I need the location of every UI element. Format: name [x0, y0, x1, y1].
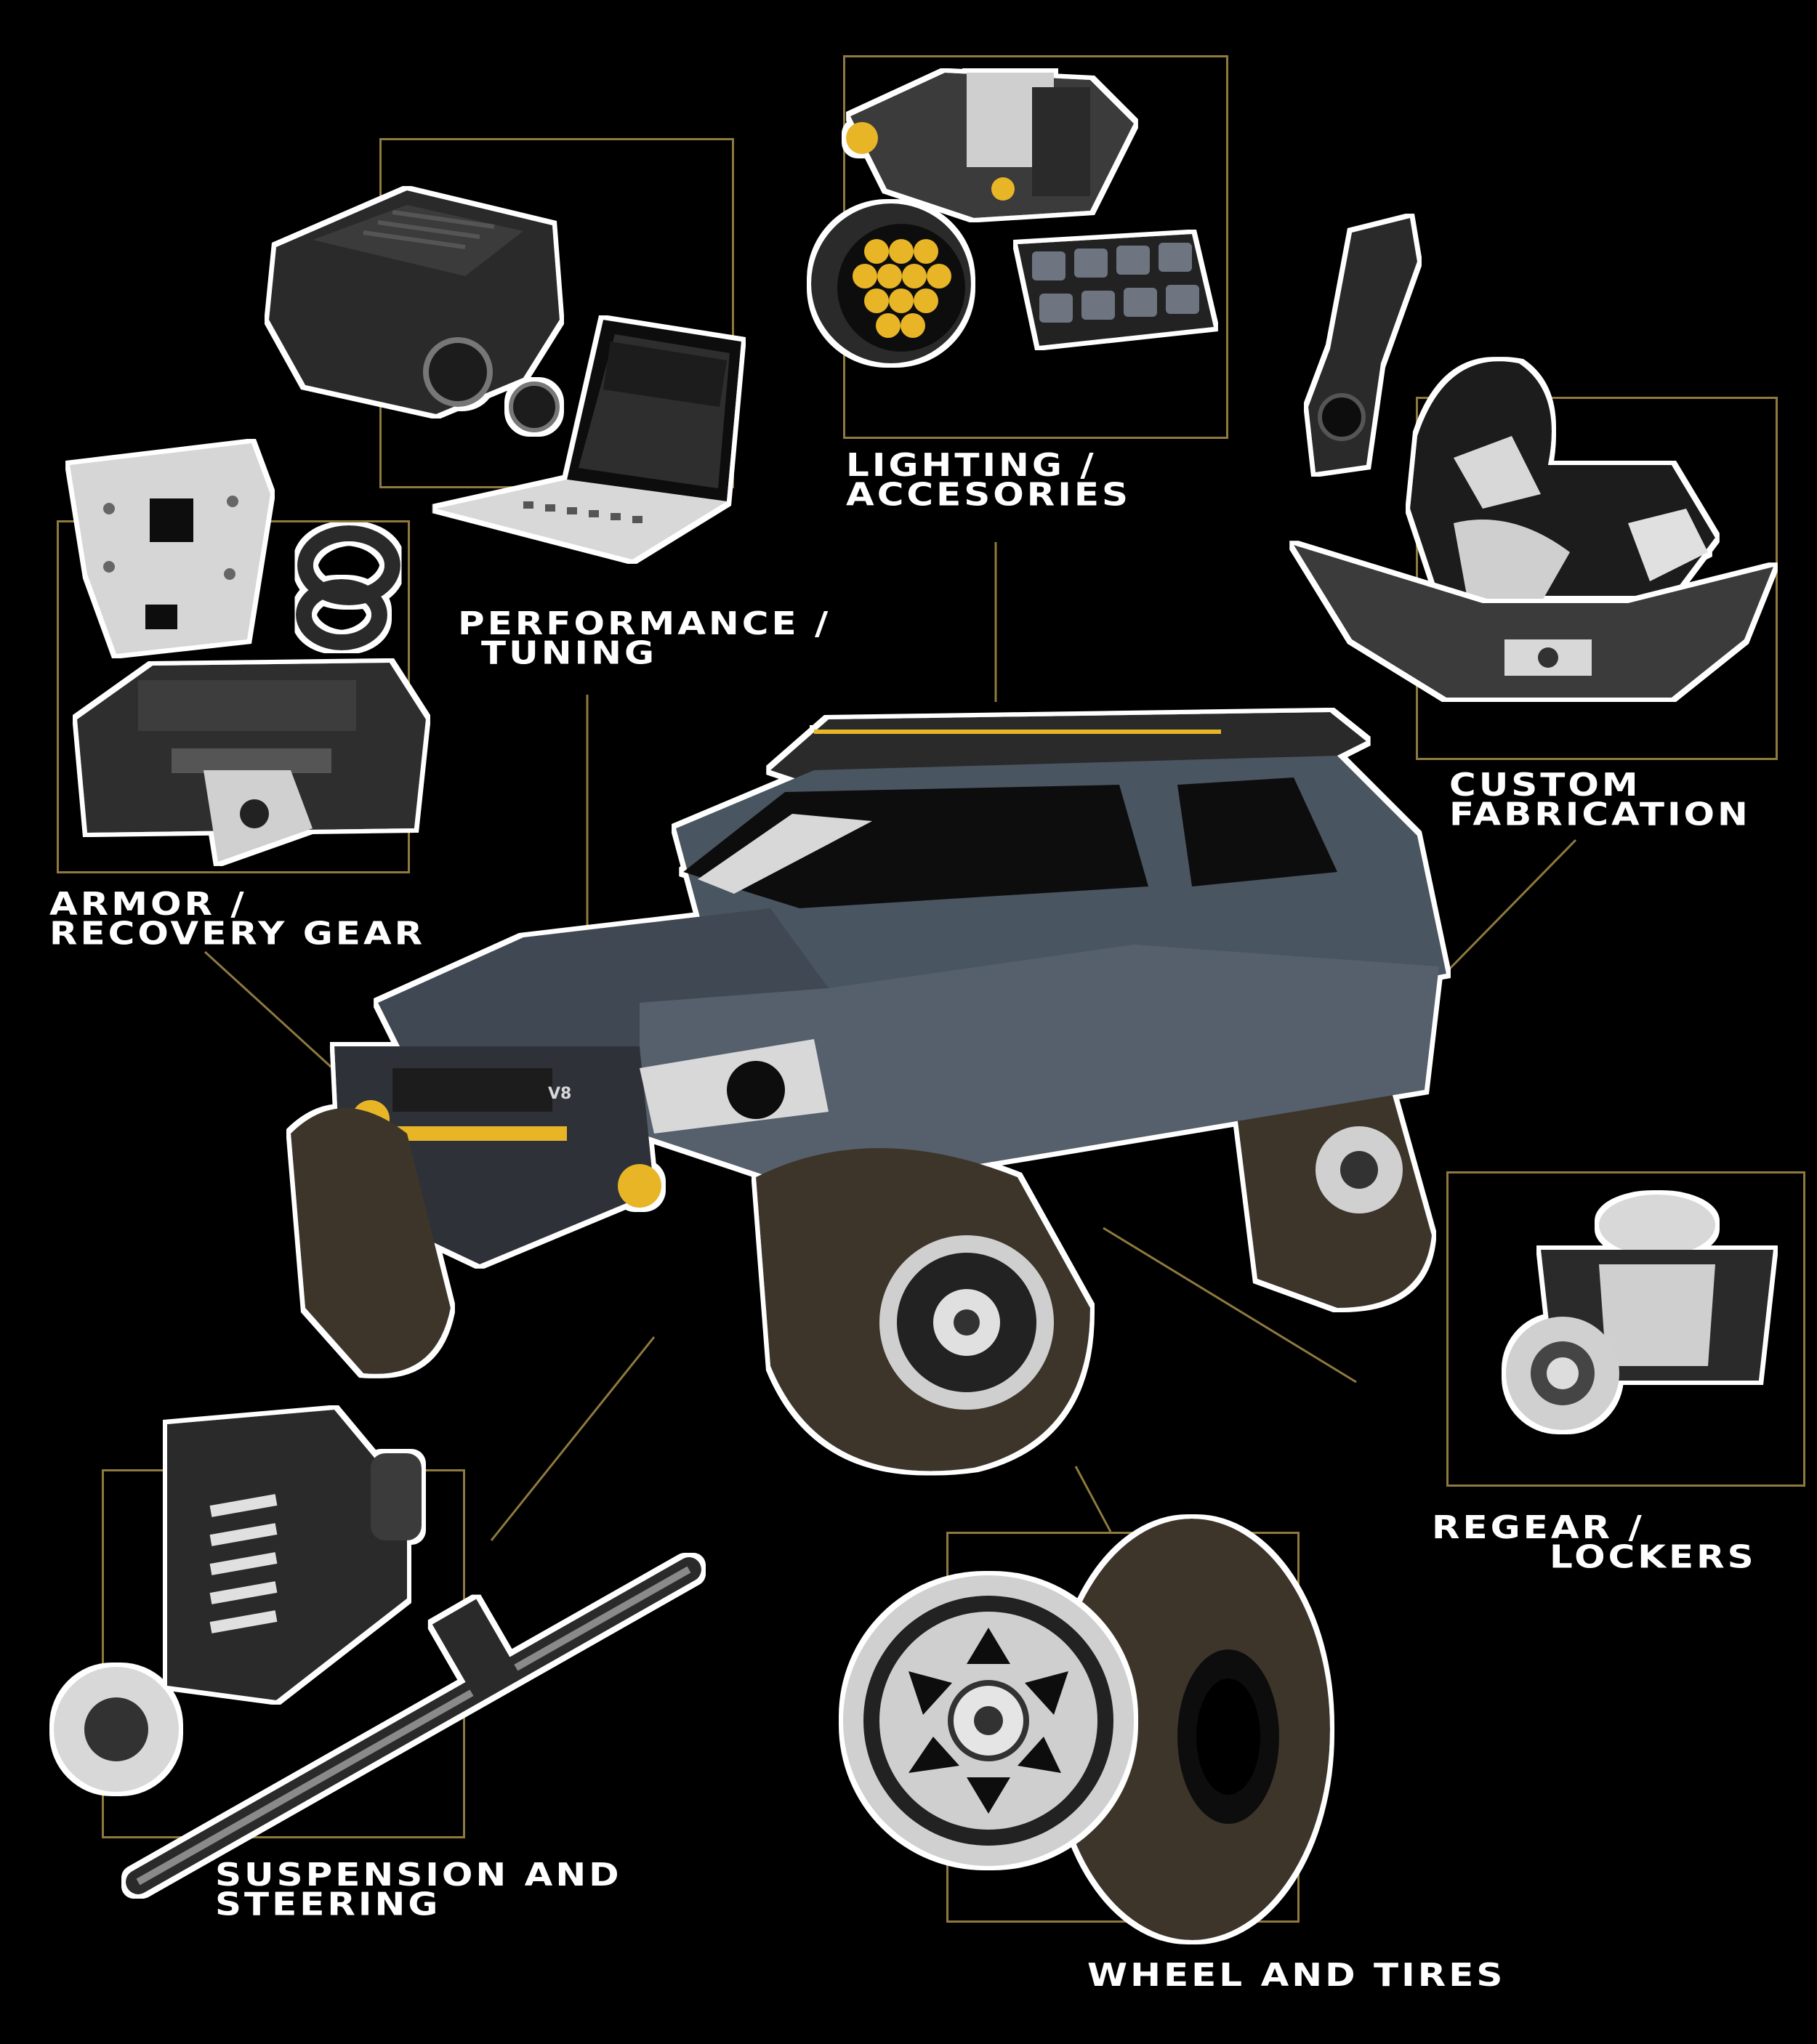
label-fabrication-line2: FABRICATION — [1449, 796, 1751, 833]
differential-icon — [1506, 1195, 1773, 1430]
laptop-icon — [436, 320, 741, 560]
label-armor-line1: ARMOR / — [49, 885, 247, 923]
switch-panel-icon — [1018, 234, 1214, 346]
label-lighting-line1: LIGHTING / — [846, 446, 1097, 484]
fabrication-frame — [1416, 397, 1778, 760]
label-armor-recovery: ARMOR / RECOVERY GEAR — [49, 885, 426, 953]
label-performance-line1: PERFORMANCE / — [458, 605, 831, 642]
led-light-icon — [811, 203, 971, 363]
regear-frame — [1446, 1171, 1805, 1487]
wheel-icon — [843, 1575, 1134, 1866]
air-compressor-icon — [846, 73, 1134, 218]
label-wheels-line1: WHEEL AND TIRES — [1087, 1956, 1506, 1994]
bumper-icon — [1294, 545, 1773, 698]
welder-icon — [1410, 361, 1715, 603]
label-regear-line1: REGEAR / — [1432, 1508, 1645, 1546]
supercharger-icon — [269, 190, 560, 432]
label-regear-line2: LOCKERS — [1550, 1538, 1757, 1576]
label-custom-fabrication: CUSTOM FABRICATION — [1449, 766, 1751, 833]
tire-icon — [1054, 1519, 1330, 1940]
label-performance-line2: TUNING — [481, 634, 658, 672]
label-regear-lockers: REGEAR / LOCKERS — [1432, 1508, 1757, 1576]
steering-knuckle-icon — [1308, 218, 1417, 472]
label-performance-tuning: PERFORMANCE / TUNING — [458, 605, 831, 672]
winch-icon — [77, 663, 426, 862]
coilover-icon — [54, 1410, 422, 1792]
label-fabrication-line1: CUSTOM — [1449, 766, 1641, 804]
skid-plate-icon — [70, 443, 270, 654]
steering-rack-icon — [126, 1557, 701, 1894]
label-lighting-line2: ACCESORIES — [846, 476, 1132, 514]
shackle-icon — [296, 525, 400, 650]
label-wheel-tires: WHEEL AND TIRES — [1087, 1956, 1506, 1994]
label-suspension-line1: SUSPENSION AND — [215, 1856, 622, 1894]
label-armor-line2: RECOVERY GEAR — [49, 915, 426, 953]
label-lighting-accessories: LIGHTING / ACCESORIES — [846, 446, 1132, 514]
label-suspension-steering: SUSPENSION AND STEERING — [215, 1856, 622, 1923]
connector-lines — [204, 542, 1577, 1541]
label-suspension-line2: STEERING — [215, 1886, 441, 1923]
v8-badge: V8 — [548, 1085, 571, 1103]
suv-illustration: V8 — [291, 712, 1446, 1471]
